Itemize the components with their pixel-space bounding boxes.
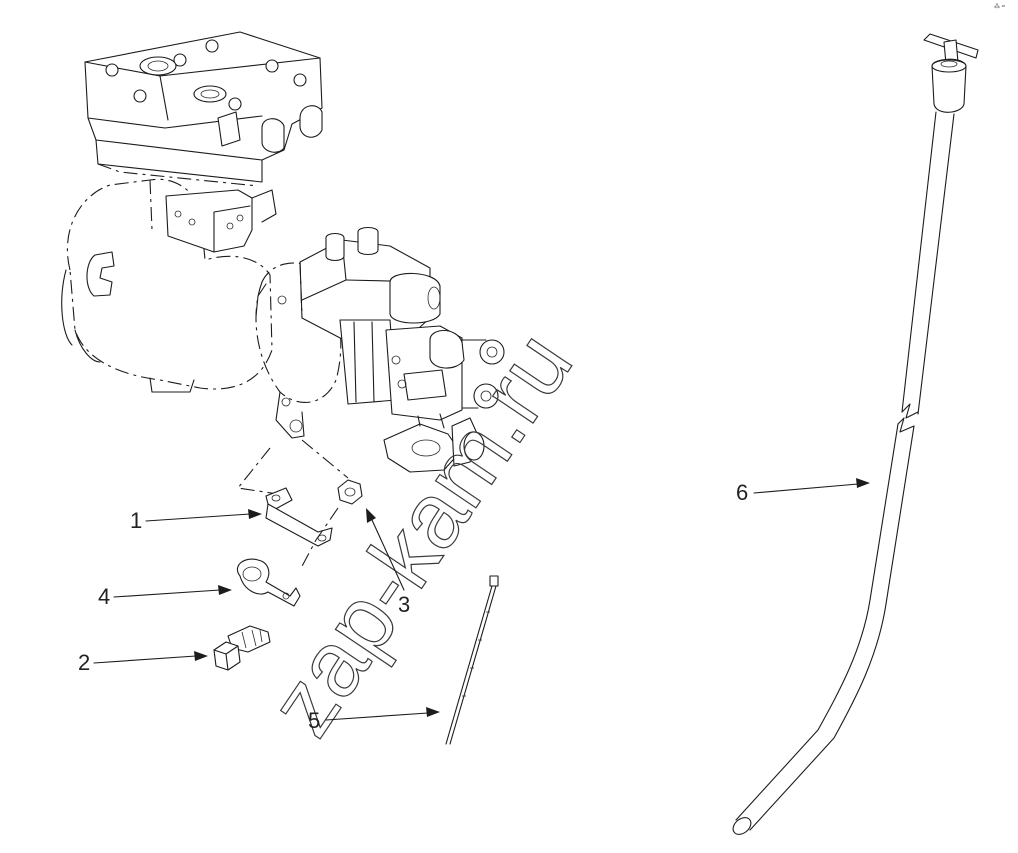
callout-label-1: 1 [130,508,142,533]
flange-bolt-drawing [213,625,271,671]
arrowhead [366,508,376,523]
callout-label-5: 5 [308,708,320,733]
arrowhead [426,707,440,717]
p-clamp-drawing [236,558,301,607]
arrowhead [194,651,208,661]
callout-4: 4 [98,584,232,609]
callout-5: 5 [308,707,440,733]
air-compressor-drawing [61,31,505,473]
flange-nut-drawing [299,479,363,571]
bracket-part-drawing [265,487,333,547]
callout-6: 6 [736,478,870,505]
callout-label-4: 4 [98,584,110,609]
corner-mark: ⁂ = [994,4,1006,10]
callout-2: 2 [78,650,208,675]
arrowhead [248,509,262,519]
callout-label-3: 3 [398,592,410,617]
assembly-line [236,439,349,495]
callout-label-6: 6 [736,480,748,505]
dipstick-tube-drawing [732,33,979,835]
cable-tie-drawing [445,575,499,745]
arrowhead [856,478,870,488]
arrowhead [218,585,232,595]
callout-label-2: 2 [78,650,90,675]
callout-3: 3 [366,508,410,617]
callout-1: 1 [130,508,262,533]
